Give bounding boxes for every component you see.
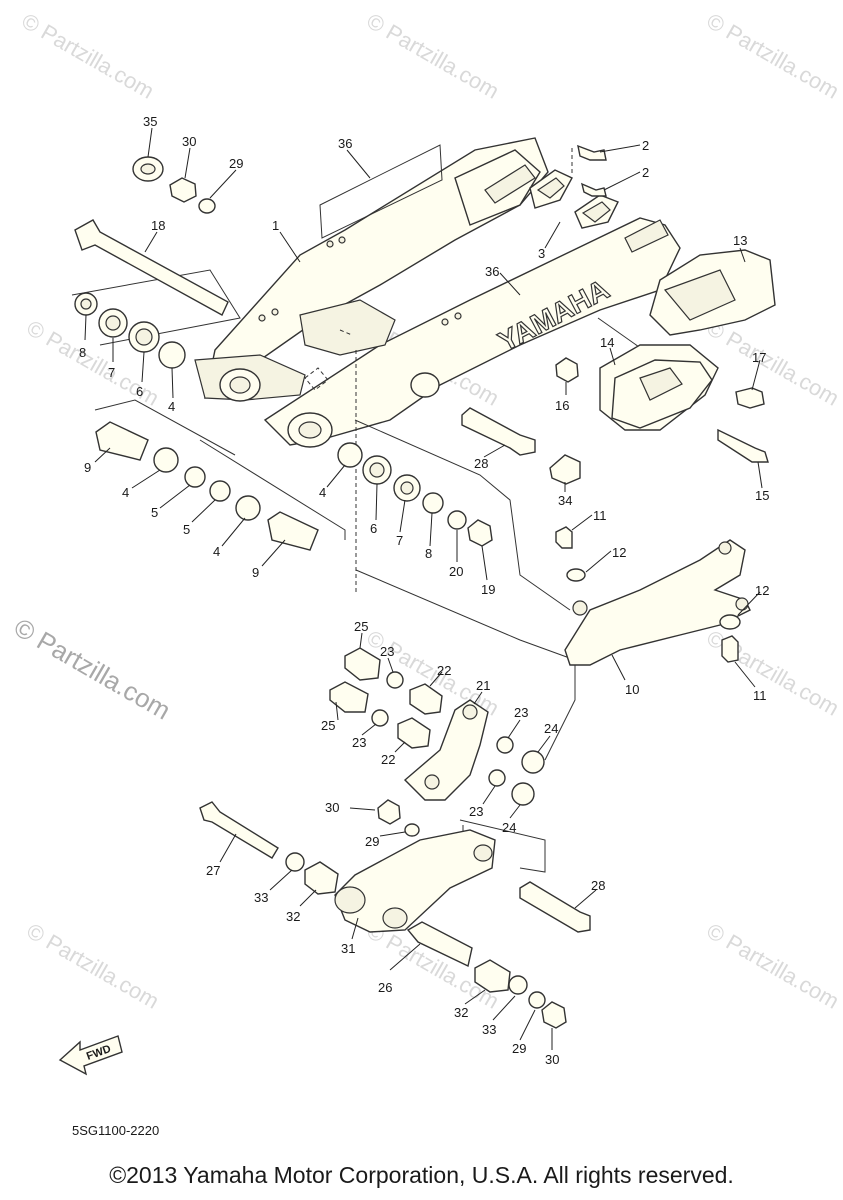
callout-label: 4 [213,544,220,559]
callout-label: 32 [286,909,300,924]
callout-label: 20 [449,564,463,579]
callout-label: 31 [341,941,355,956]
callout-label: 24 [544,721,558,736]
callout-label: 30 [325,800,339,815]
callout-label: 24 [502,820,516,835]
callout-label: 30 [182,134,196,149]
callout-label: 10 [625,682,639,697]
callout-label: 6 [370,521,377,536]
leader-lines [84,127,763,1050]
callout-label: 5 [151,505,158,520]
callout-label: 9 [84,460,91,475]
connecting-rod [334,829,496,933]
copyright-notice: ©2013 Yamaha Motor Corporation, U.S.A. A… [109,1162,734,1188]
callout-label: 28 [474,456,488,471]
callout-label: 7 [396,533,403,548]
callout-label: 4 [122,485,129,500]
callout-label: 12 [612,545,626,560]
callout-label: 21 [476,678,490,693]
callout-label: 18 [151,218,165,233]
chain-guide [599,249,776,431]
callout-label: 22 [381,752,395,767]
callout-label: 23 [352,735,366,750]
callout-label: 2 [642,138,649,153]
callout-label: 4 [319,485,326,500]
callout-label: 22 [437,663,451,678]
callout-label: 28 [591,878,605,893]
callout-label: 9 [252,565,259,580]
callout-labels: 35 30 29 18 36 1 2 2 3 36 13 8 7 6 4 14 … [79,114,769,1067]
callout-label: 11 [753,688,767,703]
callout-label: 17 [752,350,766,365]
callout-label: 14 [600,335,614,350]
callout-label: 23 [514,705,528,720]
callout-label: 11 [593,508,607,523]
callout-label: 12 [755,583,769,598]
callout-label: 36 [338,136,352,151]
chain-puller [529,169,619,229]
callout-label: 7 [108,365,115,380]
link-plate [403,699,489,801]
callout-label: 30 [545,1052,559,1067]
callout-label: 25 [354,619,368,634]
callout-label: 3 [538,246,545,261]
callout-label: 8 [79,345,86,360]
callout-label: 33 [254,890,268,905]
callout-label: 8 [425,546,432,561]
callout-label: 29 [365,834,379,849]
callout-label: 6 [136,384,143,399]
callout-label: 5 [183,522,190,537]
callout-label: 26 [378,980,392,995]
callout-label: 2 [642,165,649,180]
callout-label: 33 [482,1022,496,1037]
callout-label: 35 [143,114,157,129]
callout-label: 4 [168,399,175,414]
callout-label: 36 [485,264,499,279]
diagram-code: 5SG1100-2220 [72,1123,160,1138]
callout-label: 32 [454,1005,468,1020]
callout-label: 25 [321,718,335,733]
callout-label: 23 [469,804,483,819]
callout-label: 29 [229,156,243,171]
callout-label: 16 [555,398,569,413]
callout-label: 34 [558,493,572,508]
callout-label: 1 [272,218,279,233]
callout-label: 23 [380,644,394,659]
fwd-arrow-icon: FWD [58,1035,123,1076]
callout-label: 13 [733,233,747,248]
callout-label: 15 [755,488,769,503]
callout-label: 19 [481,582,495,597]
callout-label: 29 [512,1041,526,1056]
small-parts [74,144,769,1029]
callout-label: 27 [206,863,220,878]
